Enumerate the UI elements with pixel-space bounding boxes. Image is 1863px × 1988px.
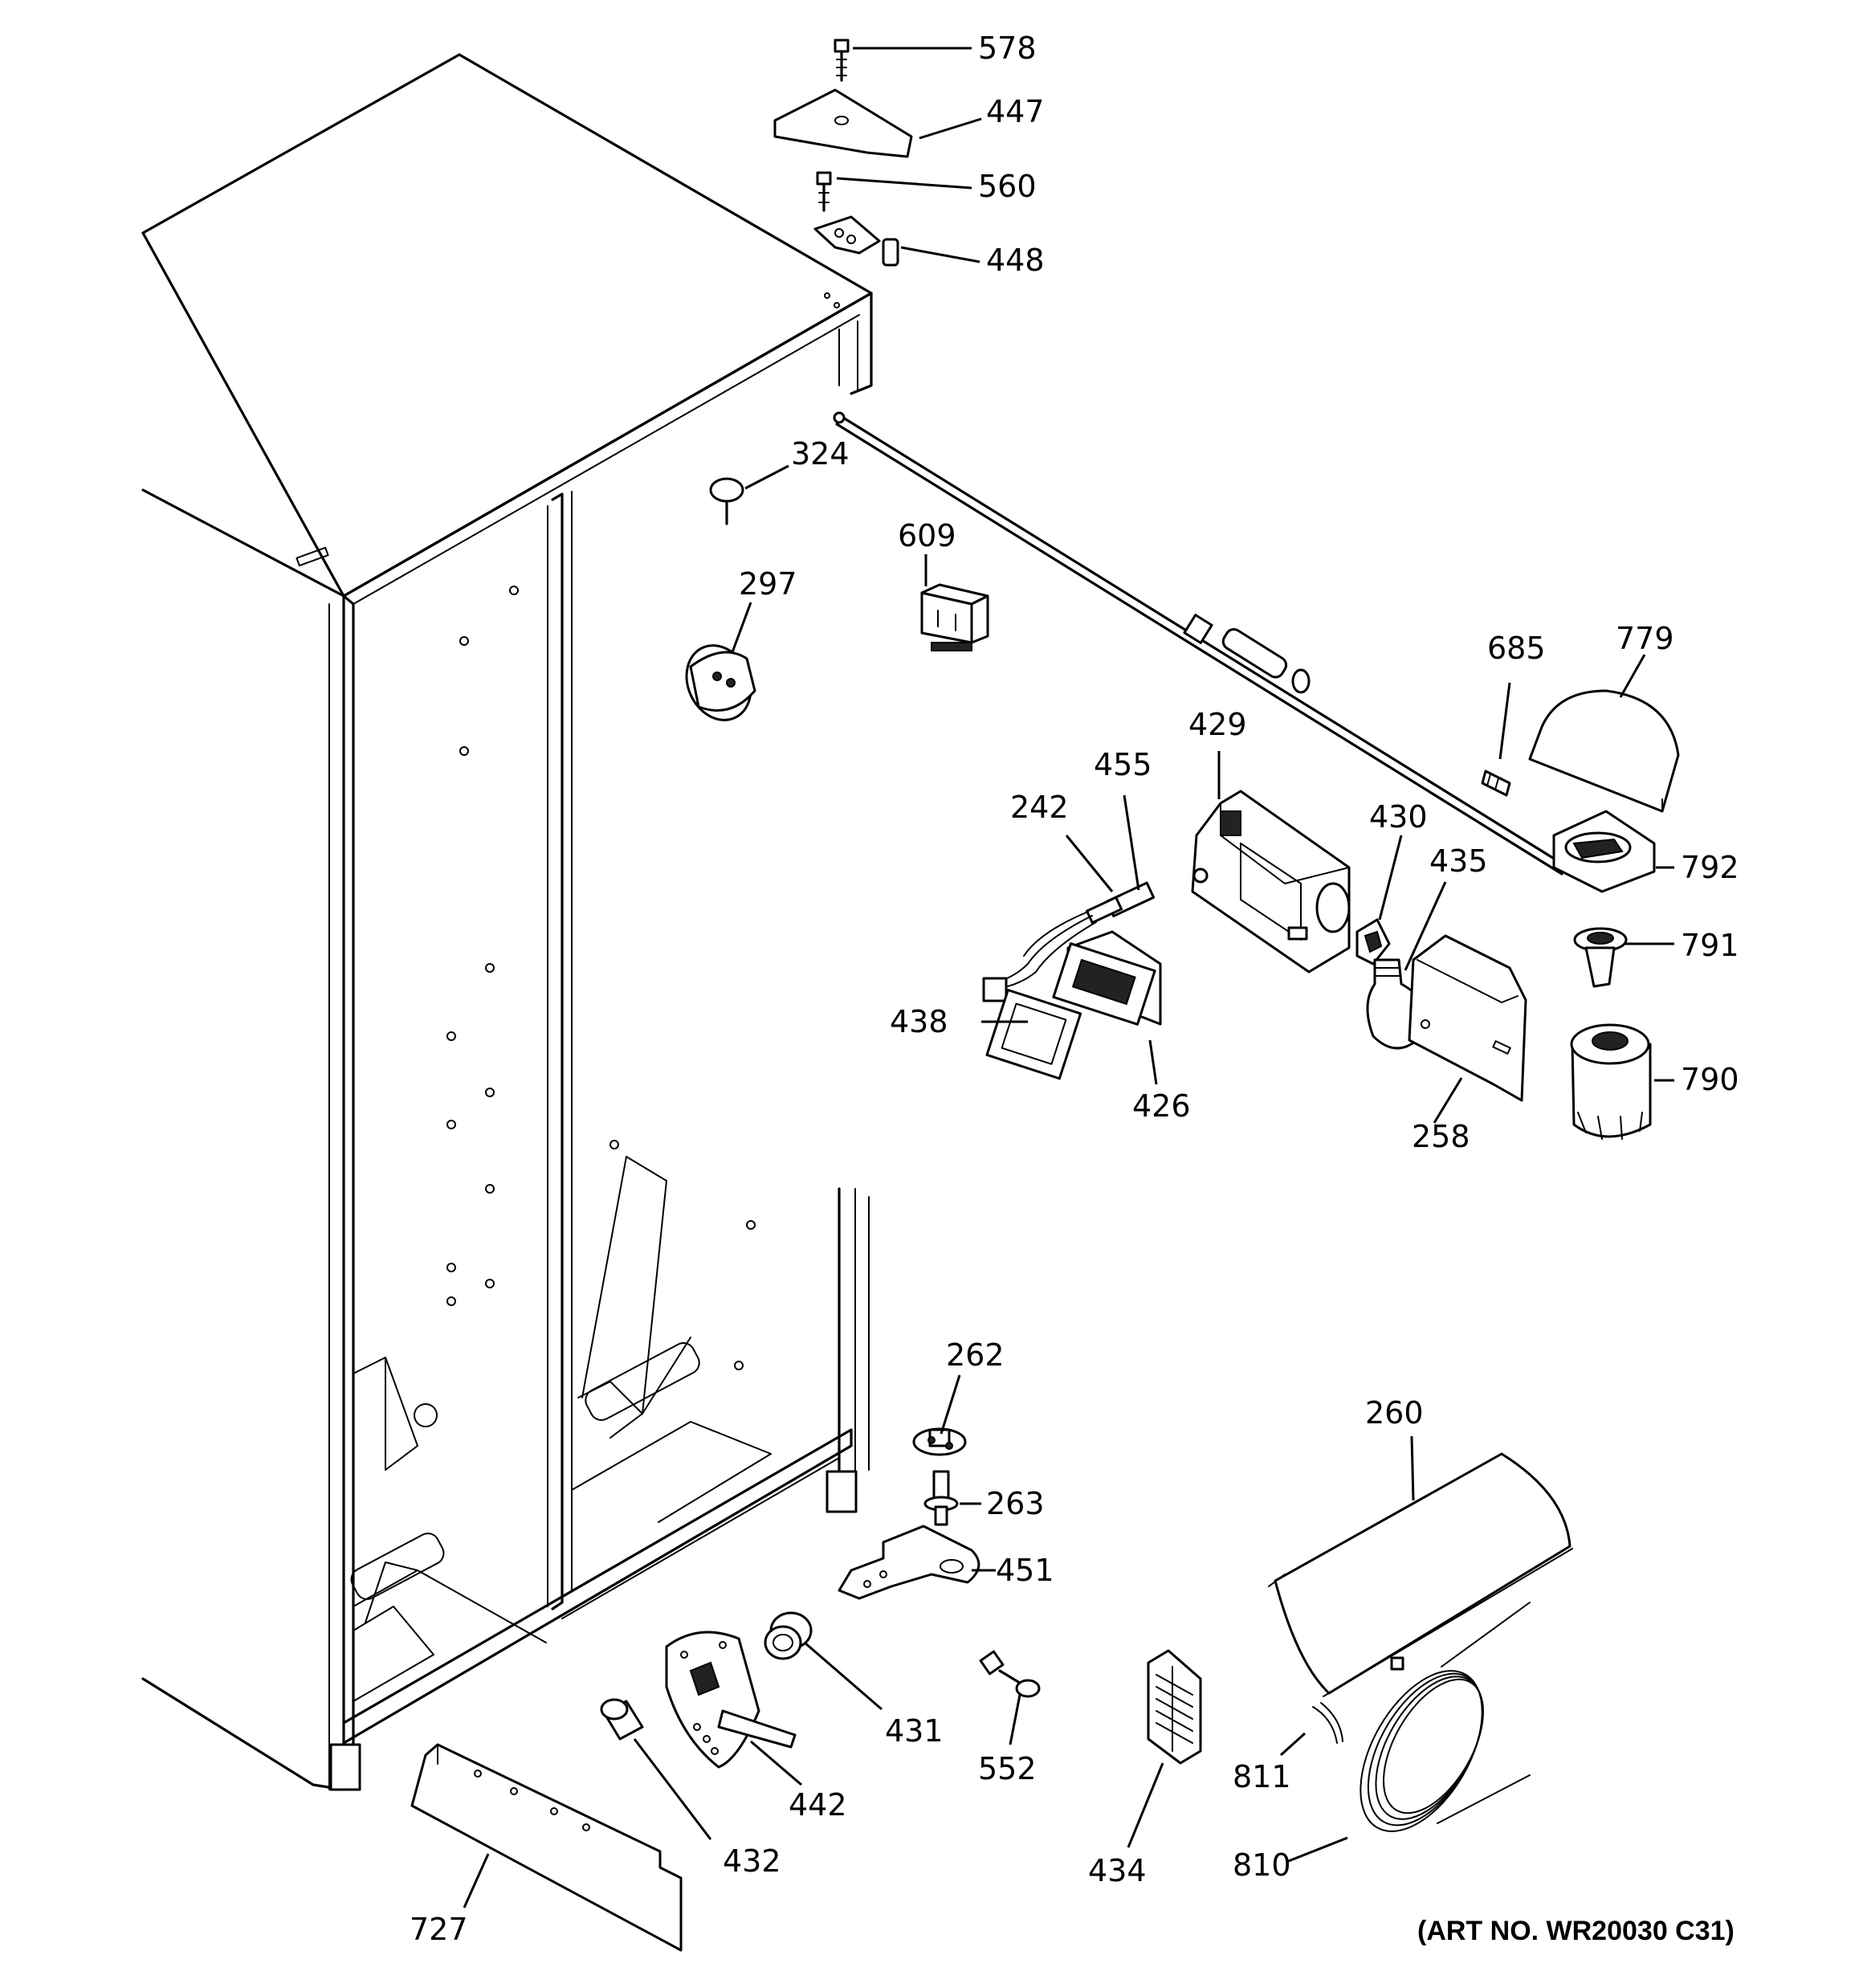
part-727-kick-plate [410, 1743, 683, 1952]
callout-426: 426 [1132, 1088, 1191, 1124]
callout-811: 811 [1233, 1759, 1291, 1794]
part-324-plug [709, 477, 744, 525]
callout-451: 451 [996, 1553, 1054, 1588]
callout-609: 609 [898, 518, 956, 553]
callout-578: 578 [978, 31, 1037, 66]
part-791-socket [1573, 927, 1628, 988]
leader-lines [463, 47, 1674, 1908]
part-434-grille [1147, 1649, 1202, 1765]
part-432-spacer [600, 1698, 644, 1741]
part-258-light-shield [1408, 934, 1527, 1102]
callout-432: 432 [723, 1843, 781, 1879]
part-438-gasket [985, 989, 1082, 1080]
callout-297: 297 [739, 566, 797, 602]
callout-242: 242 [1010, 790, 1069, 825]
callout-727: 727 [410, 1912, 468, 1947]
part-552-screw [979, 1650, 1041, 1698]
callout-810: 810 [1233, 1847, 1291, 1883]
part-442-cam-plate [665, 1631, 797, 1769]
part-790-filter [1570, 1023, 1652, 1140]
part-451-bottom-hinge [838, 1525, 980, 1600]
callout-435: 435 [1429, 843, 1488, 879]
callout-438: 438 [890, 1004, 948, 1039]
callout-791: 791 [1681, 928, 1739, 963]
callout-448: 448 [986, 243, 1045, 278]
callout-260: 260 [1365, 1395, 1424, 1431]
part-263-pin [923, 1470, 959, 1526]
callout-685: 685 [1487, 631, 1546, 666]
part-779-cover [1528, 689, 1680, 813]
part-260-cover [1268, 1452, 1573, 1697]
callout-779: 779 [1616, 621, 1674, 656]
part-609-switch [920, 583, 989, 651]
part-431-bushing [764, 1611, 813, 1660]
part-810-wire [1360, 1602, 1531, 1832]
callout-258: 258 [1412, 1119, 1470, 1154]
part-447-hinge-cover [773, 88, 913, 158]
art-number: (ART NO. WR20030 C31) [1417, 1916, 1735, 1946]
part-430-clip [1355, 918, 1391, 965]
part-578-screw [834, 39, 850, 82]
callout-labels: 578 447 560 448 324 609 297 685 779 429 … [410, 31, 1739, 1947]
callout-263: 263 [986, 1486, 1045, 1521]
callout-790: 790 [1681, 1062, 1739, 1097]
callout-560: 560 [978, 169, 1037, 204]
part-811-clip [1312, 1702, 1343, 1744]
callout-431: 431 [885, 1713, 944, 1749]
callout-447: 447 [986, 94, 1045, 129]
callout-442: 442 [789, 1787, 847, 1823]
part-429-control-housing [1191, 790, 1351, 974]
refrigerator-cabinet [141, 53, 873, 1791]
part-426-module [1052, 930, 1162, 1026]
part-448-top-hinge [813, 215, 899, 267]
callout-792: 792 [1681, 850, 1739, 885]
part-262-cam [912, 1427, 967, 1456]
part-297-knob [685, 644, 756, 721]
callout-434: 434 [1088, 1853, 1147, 1888]
callout-262: 262 [946, 1337, 1005, 1373]
part-242-harness [982, 896, 1123, 1002]
callout-429: 429 [1188, 707, 1247, 742]
water-line [833, 411, 1563, 876]
callout-455: 455 [1094, 747, 1152, 782]
part-560-screw [816, 171, 832, 212]
callout-430: 430 [1369, 799, 1428, 835]
part-792-housing [1552, 810, 1656, 893]
part-685-screw [1481, 769, 1511, 797]
callout-552: 552 [978, 1751, 1037, 1786]
callout-324: 324 [791, 436, 850, 471]
